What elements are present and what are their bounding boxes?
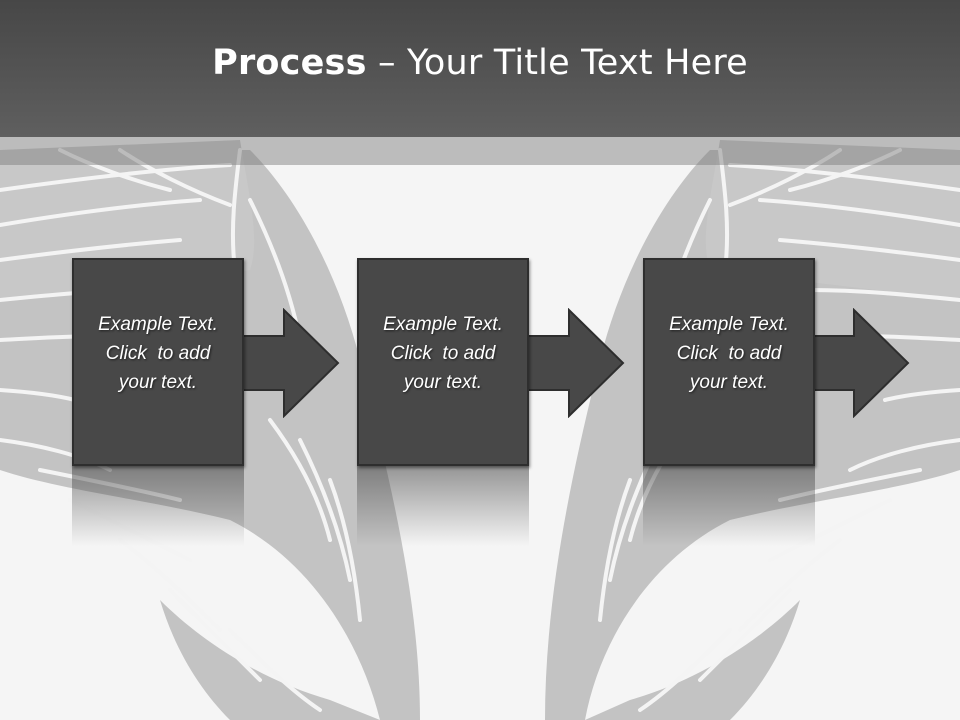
right-arrow-icon [240,308,340,418]
step-3-text: Example Text. Click to add your text. [654,310,804,397]
step-1-text: Example Text. Click to add your text. [83,310,233,397]
step-1-line-2: Click to add [105,342,211,364]
step-2-box[interactable]: Example Text. Click to add your text. [357,258,529,466]
right-arrow-icon [810,308,910,418]
step-1-line-1: Example Text. [98,313,218,335]
title-shadow-band [0,137,960,165]
step-1-line-3: your text. [118,371,198,393]
step-3-line-3: your text. [689,371,769,393]
step-2-reflection [357,466,529,546]
step-3-box[interactable]: Example Text. Click to add your text. [643,258,815,466]
step-2-line-1: Example Text. [383,313,503,335]
step-2-line-3: your text. [403,371,483,393]
step-2-line-2: Click to add [390,342,496,364]
step-1-box[interactable]: Example Text. Click to add your text. [72,258,244,466]
title-bold: Process [212,42,367,83]
step-2-text: Example Text. Click to add your text. [368,310,518,397]
title-rest: – Your Title Text Here [366,42,748,83]
slide-title[interactable]: Process – Your Title Text Here [212,43,748,83]
step-3-reflection [643,466,815,546]
step-1-reflection [72,466,244,546]
step-3-line-2: Click to add [676,342,782,364]
right-arrow-icon [525,308,625,418]
step-3-line-1: Example Text. [669,313,789,335]
title-bar: Process – Your Title Text Here [0,0,960,137]
